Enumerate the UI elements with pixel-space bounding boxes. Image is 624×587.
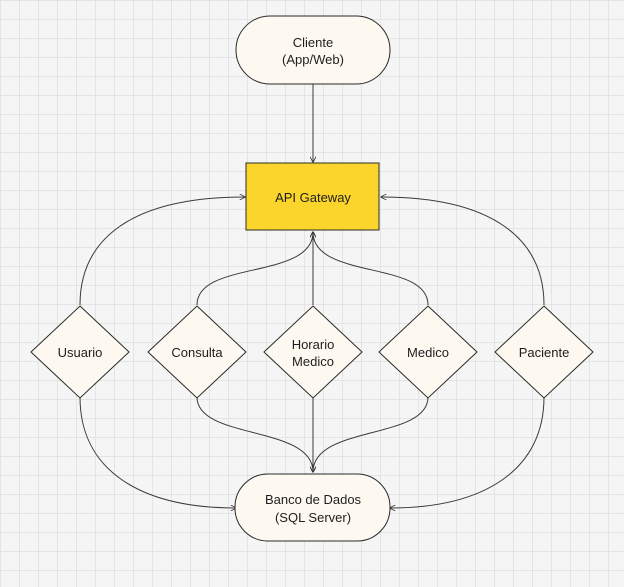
usuario-label: Usuario — [58, 345, 103, 360]
paciente-node[interactable]: Paciente — [494, 305, 594, 399]
cliente-label-line2: (App/Web) — [282, 52, 344, 67]
edge-paciente-to-gateway — [381, 197, 545, 306]
edge-medico-to-gateway — [313, 232, 429, 306]
horario-medico-label-line2: Medico — [292, 354, 334, 369]
paciente-shape — [494, 305, 594, 399]
connectors — [79, 84, 545, 508]
banco-de-dados-label-line1: Banco de Dados — [265, 492, 362, 507]
medico-node[interactable]: Medico — [378, 305, 478, 399]
edge-usuario-to-banco — [79, 396, 236, 508]
horario-medico-label-line1: Horario — [292, 337, 335, 352]
cliente-node[interactable]: Cliente (App/Web) — [235, 15, 391, 85]
consulta-node[interactable]: Consulta — [147, 305, 247, 399]
edge-consulta-to-banco — [196, 396, 313, 472]
horario-medico-shape — [263, 305, 363, 399]
banco-de-dados-label-line2: (SQL Server) — [275, 510, 351, 525]
api-gateway-shape — [245, 162, 380, 231]
paciente-label: Paciente — [519, 345, 570, 360]
cliente-label-line1: Cliente — [293, 35, 333, 50]
cliente-shape — [235, 15, 391, 85]
edge-medico-to-banco — [313, 396, 429, 472]
api-gateway-label: API Gateway — [275, 190, 351, 205]
edge-consulta-to-gateway — [196, 232, 313, 306]
api-gateway-node[interactable]: API Gateway — [245, 162, 380, 231]
usuario-shape — [30, 305, 130, 399]
edge-paciente-to-banco — [390, 396, 545, 508]
medico-label: Medico — [407, 345, 449, 360]
edge-usuario-to-gateway — [79, 197, 245, 306]
consulta-label: Consulta — [171, 345, 223, 360]
horario-medico-node[interactable]: Horario Medico — [263, 305, 363, 399]
banco-de-dados-shape — [234, 473, 391, 542]
medico-shape — [378, 305, 478, 399]
banco-de-dados-node[interactable]: Banco de Dados (SQL Server) — [234, 473, 391, 542]
usuario-node[interactable]: Usuario — [30, 305, 130, 399]
consulta-shape — [147, 305, 247, 399]
